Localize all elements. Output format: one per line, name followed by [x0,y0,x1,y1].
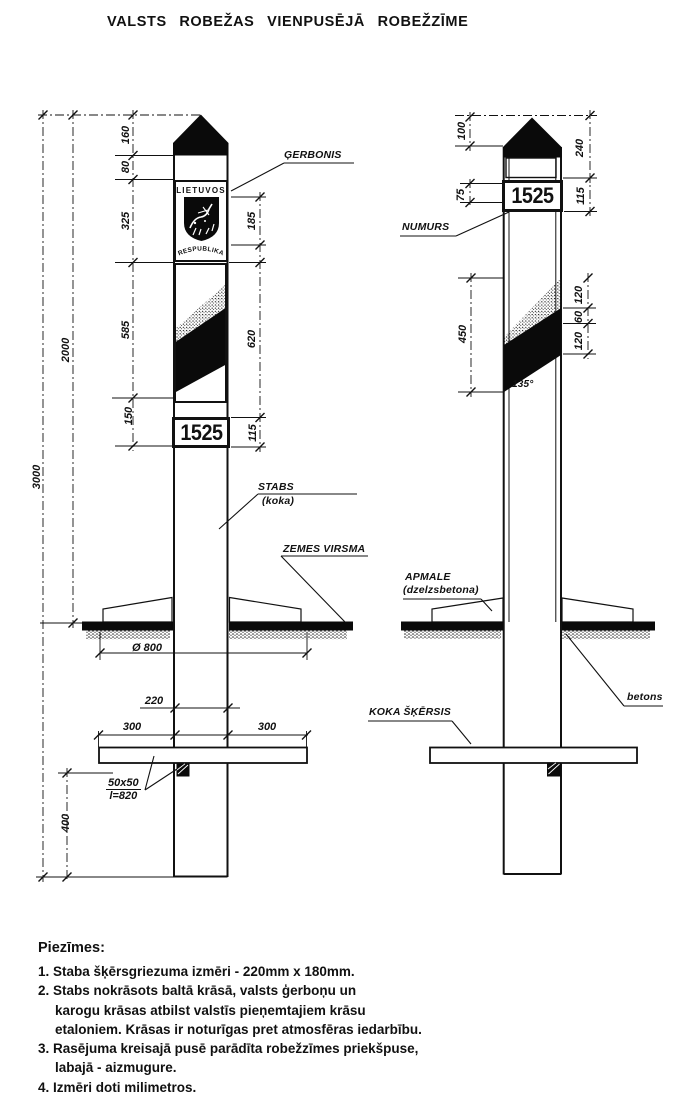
dimension-ticks [38,110,595,882]
dim-gap-150: 150 [123,406,135,426]
note-line: 3. Rasējuma kreisajā pusē parādīta robež… [38,1041,419,1057]
callout-stabs: STABS [258,481,294,493]
callout-gerbonis: ĢERBONIS [284,149,342,161]
note-line: 4. Izmēri doti milimetros. [38,1079,197,1095]
front-post-cap [173,114,229,156]
dim-ring-diameter: Ø 800 [132,642,162,654]
page-title: VALSTS ROBEŽAS VIENPUSĒJĀ ROBEŽZĪME [107,14,469,30]
dim-cap-total-240: 240 [574,138,586,158]
callout-betons: betons [627,691,663,703]
dim-above-ground-2000: 2000 [60,337,72,363]
front-stripes [175,283,227,393]
dim-post-width-220: 220 [144,695,164,707]
back-post-number: 1525 [511,182,554,208]
ground-hatch [86,630,650,640]
ground-line [82,621,655,631]
callout-stabs-material: (koka) [262,495,295,507]
dim-emblem-height-185: 185 [246,211,258,231]
concrete-collars [102,596,634,623]
extension-lines [36,145,597,878]
coat-of-arms-icon [184,197,219,241]
front-post-number: 1525 [179,419,223,445]
crossbar-blocks [176,762,561,777]
dim-cap-160: 160 [120,125,132,145]
dim-stripe-zone-450: 450 [457,324,469,344]
note-line: etaloniem. Krāsas ir noturīgas pret atmo… [55,1021,422,1037]
dimension-chain-lines [38,110,597,882]
note-line: labajā - aizmugure. [55,1060,177,1076]
notes-heading: Piezīmes: [38,940,105,956]
dim-number-offset-75: 75 [455,188,467,202]
callout-leaders [144,162,663,791]
dim-stripe-height-620: 620 [246,329,258,349]
emblem-republic-arc: RESPUBLIKA [177,245,225,257]
svg-text:RESPUBLIKA: RESPUBLIKA [177,245,225,257]
back-post-cap [503,117,562,158]
callout-apmale-material: (dzelzsbetona) [403,584,479,596]
front-stripe-panel-frame [174,263,227,403]
note-line: 1. Staba šķērsgriezuma izmēri - 220mm x … [38,964,355,979]
callout-zemes-virsma: ZEMES VIRSMA [283,543,366,555]
crossbar-length: l=820 [109,790,138,802]
notes-block: Piezīmes: 1. Staba šķērsgriezuma izmēri … [38,940,488,1095]
callout-numurs: NUMURS [402,221,450,233]
back-number-panel: 1525 [502,179,563,212]
dim-bar-left-300: 300 [122,721,142,733]
dim-number-height-115: 115 [247,424,259,442]
dimension-lines [98,652,308,736]
dim-emblem-325: 325 [120,211,132,231]
dim-band-80: 80 [120,160,132,174]
dim-bar-right-300: 300 [257,721,277,733]
front-number-panel: 1525 [172,417,230,448]
note-line: 2. Stabs nokrāsots baltā krāsā, valsts ģ… [38,983,357,999]
callout-apmale: APMALE [405,571,451,583]
stripe-angle-label: 135° [512,379,534,390]
dim-stripe-bottom-120: 120 [573,331,585,351]
dim-stripe-585: 585 [120,320,132,340]
dim-stripe-top-120: 120 [573,285,585,305]
dim-cap-tip-100: 100 [456,121,468,141]
back-crossbar [429,746,638,764]
back-stripes [504,278,561,392]
crossbar-size-note: 50x50 l=820 [106,777,141,802]
dim-total-3000: 3000 [31,464,43,490]
emblem-country-text: LIETUVOS [176,186,226,195]
front-crossbar [98,746,308,764]
crossbar-size: 50x50 [106,777,141,790]
dim-depth-400: 400 [60,813,72,833]
dim-stripe-mid-60: 60 [573,310,585,324]
note-line: karogu krāsas atbilst valstīs pieņemtaji… [55,1002,366,1018]
dim-number-height-115-back: 115 [575,187,587,205]
callout-koka-skersis: KOKA ŠĶĒRSIS [369,706,451,718]
